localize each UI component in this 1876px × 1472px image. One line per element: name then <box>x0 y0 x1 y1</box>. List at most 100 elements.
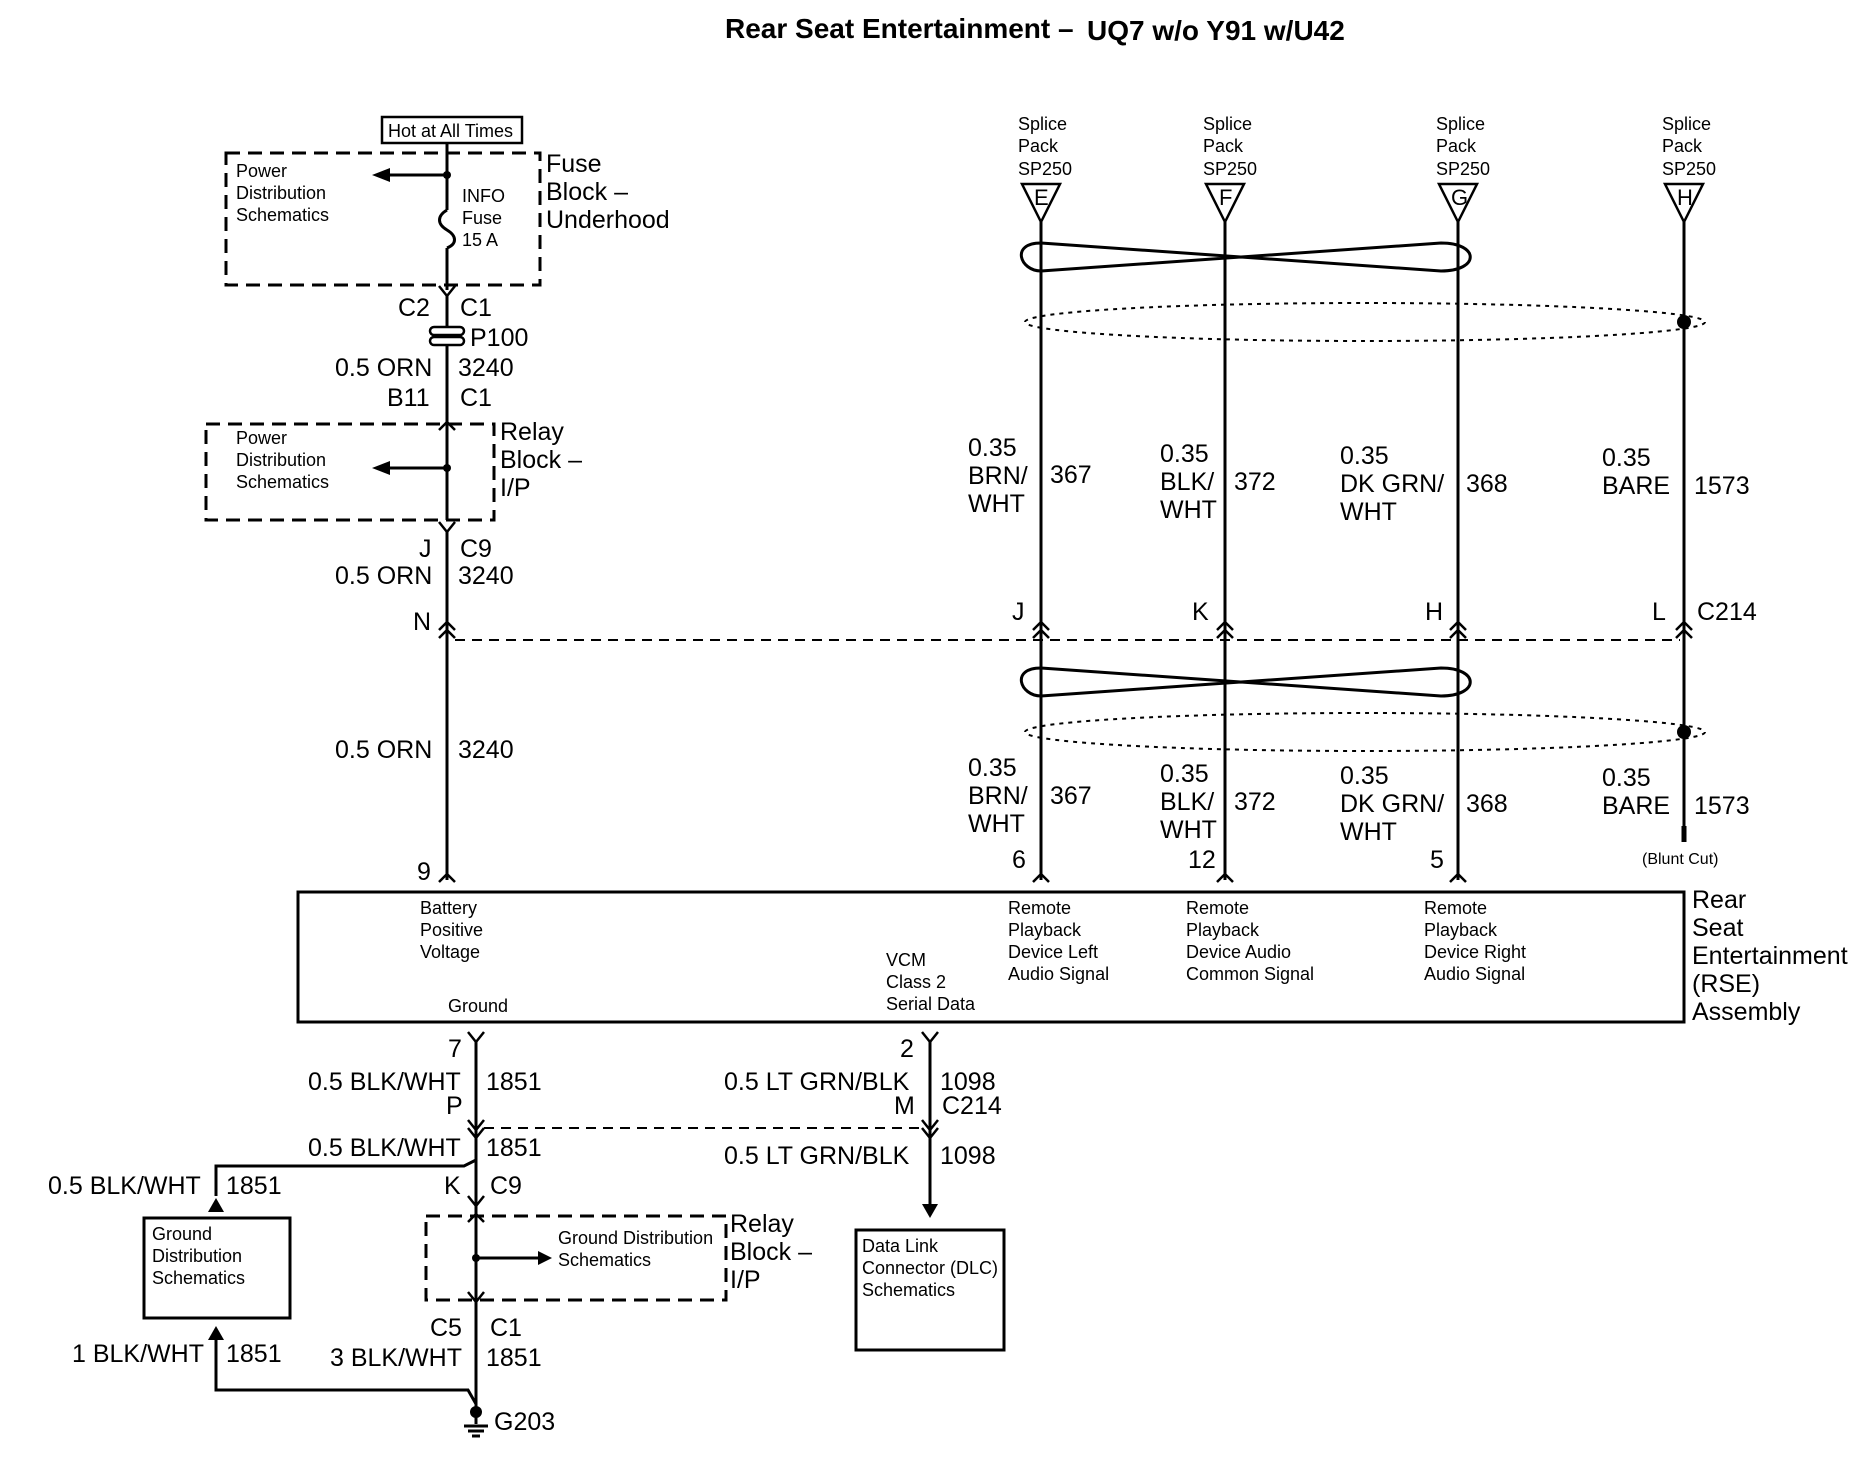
connector-male-icon <box>438 620 456 631</box>
svg-text:C214: C214 <box>942 1092 1002 1120</box>
connector-female-icon <box>921 1031 939 1045</box>
dlc-schematics-box <box>854 1228 1006 1352</box>
connector-female-icon <box>467 1031 485 1045</box>
svg-text:J: J <box>419 535 432 563</box>
splice-triangle-icon <box>1662 182 1706 225</box>
orn-wire-circuit-1: 3240 <box>458 354 514 382</box>
svg-text:0.35: 0.35 <box>1602 764 1651 792</box>
connector-male-icon <box>1449 620 1467 631</box>
svg-text:368: 368 <box>1466 790 1508 818</box>
svg-text:WHT: WHT <box>1160 496 1217 524</box>
splice-triangle-icon <box>1019 182 1063 225</box>
common-audio-signal-label: Remote <box>1186 898 1249 918</box>
svg-text:Pack: Pack <box>1662 136 1703 156</box>
svg-text:Block –: Block – <box>500 446 582 474</box>
svg-text:WHT: WHT <box>1340 498 1397 526</box>
ground-wire-circuit-2: 1851 <box>486 1134 542 1162</box>
svg-text:Schematics: Schematics <box>236 205 329 225</box>
connector-male-icon <box>1216 620 1234 631</box>
connector-male-icon <box>1449 872 1467 883</box>
battery-positive-label: Battery <box>420 898 477 918</box>
ground-label: Ground <box>448 996 508 1016</box>
svg-text:Playback: Playback <box>1424 920 1498 940</box>
ground-wire-gauge-2: 0.5 BLK/WHT <box>308 1134 461 1162</box>
connector-male-icon <box>1032 620 1050 631</box>
svg-text:Schematics: Schematics <box>862 1280 955 1300</box>
splice-pack-e-label: Splice <box>1018 114 1067 134</box>
left-audio-signal-label: Remote <box>1008 898 1071 918</box>
orn-wire-gauge-3: 0.5 ORN <box>335 736 432 764</box>
svg-text:WHT: WHT <box>1340 818 1397 846</box>
splice-pack-h-label: Splice <box>1662 114 1711 134</box>
svg-text:Class 2: Class 2 <box>886 972 946 992</box>
twisted-pair-icon <box>1020 241 1472 273</box>
diagram-variant: UQ7 w/o Y91 w/U42 <box>1087 15 1345 46</box>
svg-text:Schematics: Schematics <box>152 1268 245 1288</box>
svg-text:K: K <box>444 1172 461 1200</box>
connector-male-icon <box>1675 620 1693 631</box>
ground-distribution-box <box>142 1216 292 1320</box>
svg-text:BLK/: BLK/ <box>1160 788 1214 816</box>
svg-text:Block –: Block – <box>730 1238 812 1266</box>
ground-wire-gauge-1: 0.5 BLK/WHT <box>308 1068 461 1096</box>
svg-text:Underhood: Underhood <box>546 206 670 234</box>
arrow-up-icon <box>208 1198 224 1212</box>
svg-text:C1: C1 <box>460 384 492 412</box>
svg-text:BRN/: BRN/ <box>968 782 1028 810</box>
svg-text:BLK/: BLK/ <box>1160 468 1214 496</box>
rse-pin-5: 5 <box>1430 846 1444 874</box>
wire-1573-gauge: 0.35 <box>1602 444 1651 472</box>
svg-text:F: F <box>1219 185 1232 210</box>
svg-text:Playback: Playback <box>1186 920 1260 940</box>
svg-text:367: 367 <box>1050 782 1092 810</box>
svg-text:J: J <box>1012 598 1025 626</box>
arrow-left-icon <box>372 168 390 182</box>
svg-text:P: P <box>446 1092 463 1120</box>
orn-wire-circuit-3: 3240 <box>458 736 514 764</box>
svg-text:N: N <box>413 608 431 636</box>
svg-text:Audio Signal: Audio Signal <box>1008 964 1109 984</box>
splice-pack-f-label: Splice <box>1203 114 1252 134</box>
svg-text:C9: C9 <box>490 1172 522 1200</box>
ground-wire-3-circuit: 1851 <box>486 1344 542 1372</box>
svg-text:Device Audio: Device Audio <box>1186 942 1291 962</box>
svg-text:Seat: Seat <box>1692 914 1743 942</box>
svg-text:Entertainment: Entertainment <box>1692 942 1848 970</box>
svg-text:Ground: Ground <box>152 1224 212 1244</box>
svg-text:Device Right: Device Right <box>1424 942 1526 962</box>
svg-text:(RSE): (RSE) <box>1692 970 1760 998</box>
svg-text:BRN/: BRN/ <box>968 462 1028 490</box>
svg-text:Voltage: Voltage <box>420 942 480 962</box>
svg-text:M: M <box>894 1092 915 1120</box>
svg-text:C1: C1 <box>460 294 492 322</box>
rse-assembly-name: Rear <box>1692 886 1746 914</box>
svg-text:Positive: Positive <box>420 920 483 940</box>
connector-female-icon <box>467 1195 485 1209</box>
svg-text:0.35: 0.35 <box>1160 760 1209 788</box>
svg-text:Pack: Pack <box>1018 136 1059 156</box>
right-audio-signal-label: Remote <box>1424 898 1487 918</box>
fuse-block-name: Fuse <box>546 150 602 178</box>
splice-triangle-icon <box>1203 182 1247 225</box>
svg-text:Common Signal: Common Signal <box>1186 964 1314 984</box>
relay-block-name: Relay <box>500 418 564 446</box>
svg-text:B11: B11 <box>387 384 430 412</box>
rse-pin-7: 7 <box>448 1035 462 1063</box>
p100-icon <box>428 325 466 337</box>
svg-text:BARE: BARE <box>1602 472 1670 500</box>
fuse-block-underhood-box <box>224 151 542 287</box>
svg-text:Device Left: Device Left <box>1008 942 1098 962</box>
orn-wire-gauge-2: 0.5 ORN <box>335 562 432 590</box>
connector-female-icon <box>921 1119 939 1133</box>
svg-text:C1: C1 <box>490 1314 522 1342</box>
relay-block-ip-bottom-box <box>424 1214 728 1302</box>
vcm-serial-data-label: VCM <box>886 950 926 970</box>
rse-pin-9: 9 <box>417 858 431 886</box>
serial-wire-circuit-2: 1098 <box>940 1142 996 1170</box>
fuse-icon <box>438 208 456 250</box>
connector-male-icon <box>438 872 456 883</box>
svg-text:15 A: 15 A <box>462 230 498 250</box>
shield-icon <box>1024 712 1706 752</box>
svg-text:C2: C2 <box>398 294 430 322</box>
